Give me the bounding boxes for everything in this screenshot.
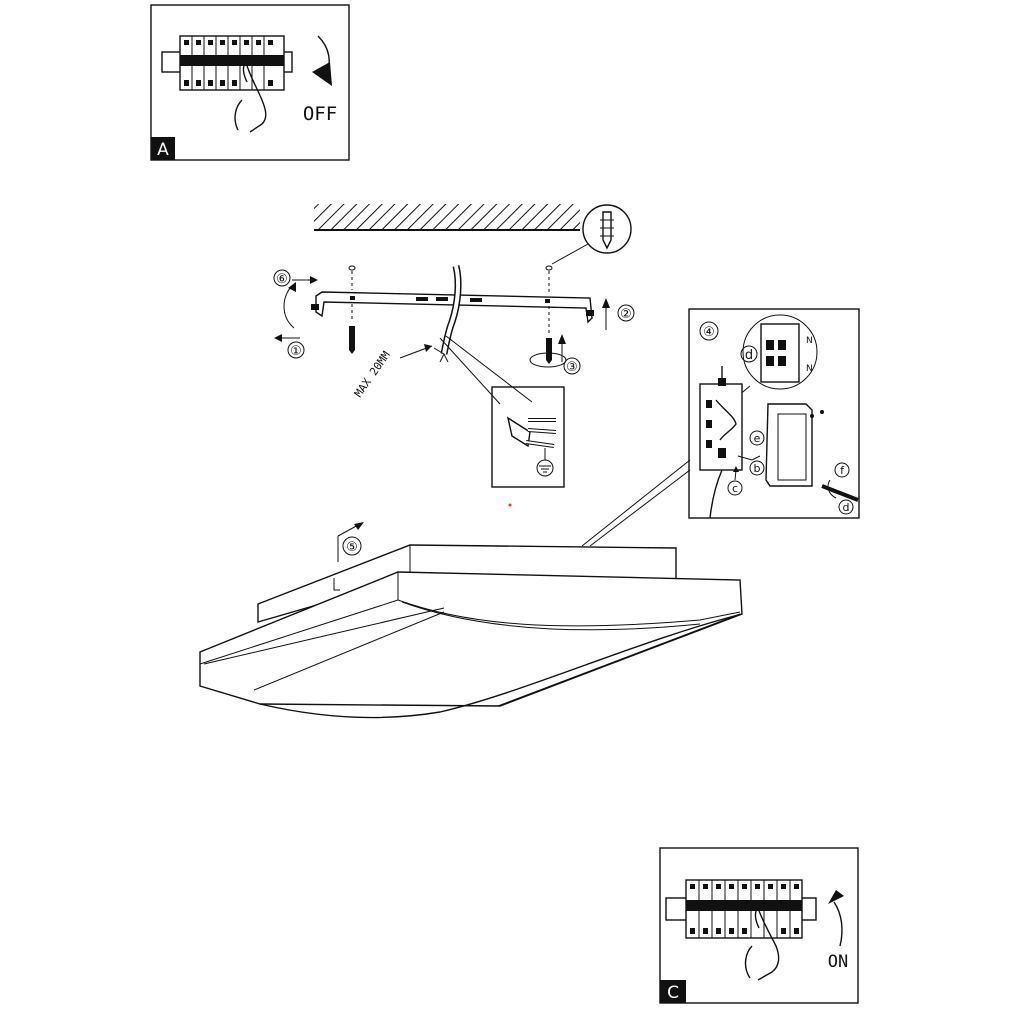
arrow-head-icon bbox=[312, 62, 332, 86]
switch-off-label: OFF bbox=[303, 103, 337, 125]
step-5-label: ⑤ bbox=[346, 540, 358, 555]
step-3-arrow: ③ bbox=[558, 334, 581, 375]
letter-b-label: b bbox=[754, 462, 761, 475]
panel-c-breaker-on: C ON bbox=[659, 847, 859, 1004]
panel-a-letter: A bbox=[157, 140, 169, 160]
hand-icon bbox=[234, 61, 267, 133]
panel-c-letter: C bbox=[667, 983, 679, 1003]
wire-detail-box bbox=[491, 386, 565, 488]
screws bbox=[348, 265, 567, 368]
nut-icon bbox=[311, 304, 319, 310]
step-2-arrow: ② bbox=[602, 298, 635, 330]
panel-a-frame bbox=[150, 4, 350, 161]
marker-dot bbox=[508, 503, 512, 507]
letter-d2-label: d bbox=[843, 501, 850, 514]
ceiling bbox=[314, 204, 580, 231]
panel-c-letter-badge bbox=[660, 980, 686, 1003]
panel-a-breaker-off: A OFF bbox=[150, 4, 350, 161]
nut-icon bbox=[586, 310, 594, 316]
panel-a-letter-badge bbox=[151, 137, 175, 160]
terminal-zoom bbox=[742, 314, 818, 390]
cover-plate bbox=[765, 403, 813, 487]
supply-cable bbox=[433, 265, 533, 405]
step-3-label: ③ bbox=[566, 360, 578, 375]
hand-icon bbox=[744, 907, 780, 981]
step-6-1-arrows: ⑥ ① bbox=[273, 269, 318, 359]
wall-plug-callout bbox=[551, 204, 632, 265]
breaker-panel-c bbox=[665, 879, 817, 939]
letter-f-label: f bbox=[840, 464, 845, 477]
step-2-label: ② bbox=[620, 307, 632, 322]
max-length-text: MAX 20MM bbox=[352, 349, 393, 400]
letter-c-label: c bbox=[732, 482, 738, 495]
ceiling-luminaire bbox=[199, 544, 743, 719]
letter-e-label: e bbox=[754, 432, 761, 445]
terminal-mark-n-top: N bbox=[806, 336, 813, 346]
step-4-label: ④ bbox=[703, 325, 715, 340]
step-5-arrow: ⑤ bbox=[337, 522, 364, 562]
breaker-panel-a bbox=[161, 35, 293, 91]
ground-symbol-icon bbox=[536, 459, 554, 477]
callout-line bbox=[581, 459, 691, 547]
panel-c-frame bbox=[659, 847, 859, 1004]
switch-on-label: ON bbox=[828, 952, 848, 972]
step-6-label: ⑥ bbox=[276, 272, 288, 287]
callout-line bbox=[589, 469, 691, 547]
letter-d-label: d bbox=[745, 348, 753, 363]
arrow-head-icon bbox=[828, 890, 844, 904]
step-1-label: ① bbox=[290, 344, 302, 359]
curved-arrow-up-icon bbox=[833, 901, 843, 947]
terminal-detail-box: ④ N N d e b c bbox=[688, 308, 860, 519]
terminal-mark-n-bottom: N bbox=[806, 364, 813, 374]
cable-length-label: MAX 20MM bbox=[352, 344, 433, 400]
